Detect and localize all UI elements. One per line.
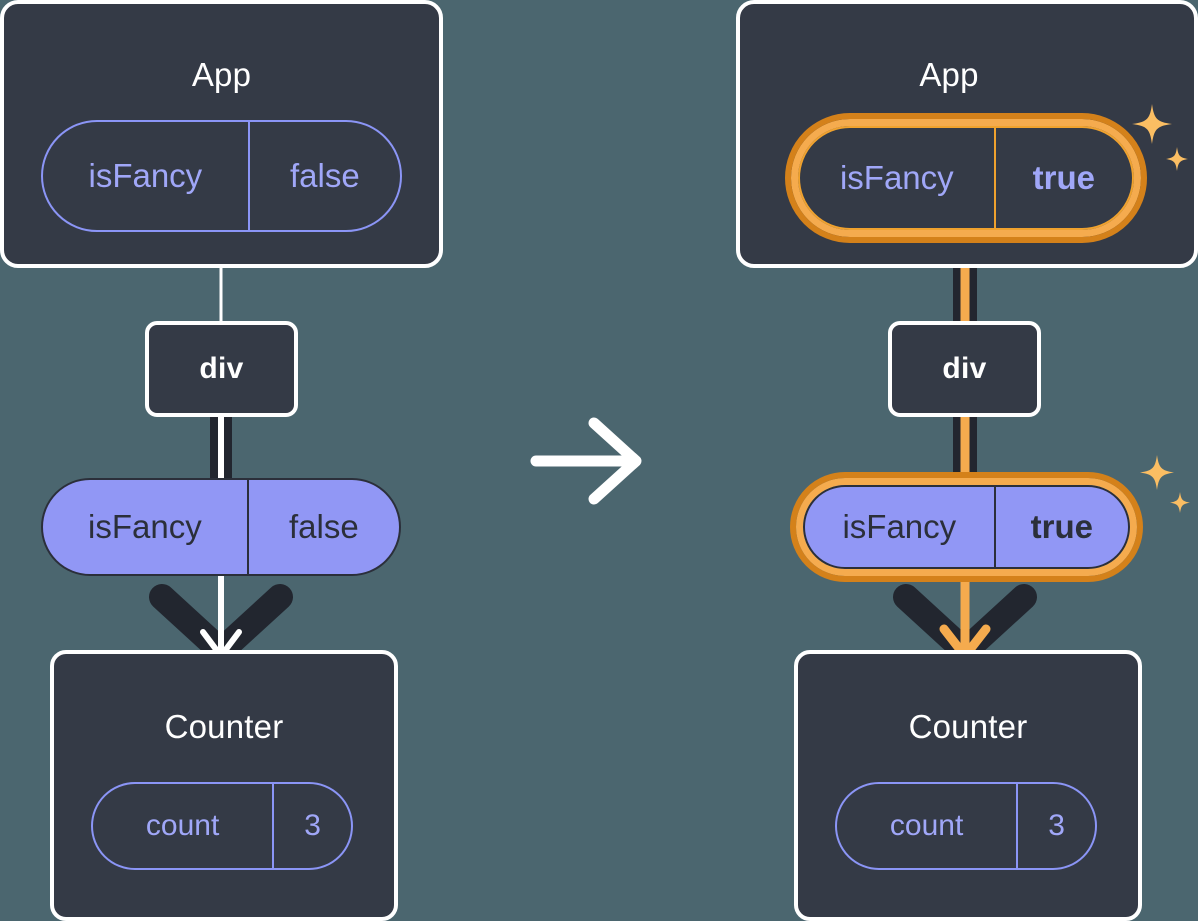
app-state-pill-value-after: true — [993, 128, 1132, 228]
counter-state-pill-key-before: count — [145, 809, 220, 842]
app-state-pill-key-after: isFancy — [839, 159, 954, 196]
counter-state-pill-after[interactable]: count 3 — [835, 782, 1097, 870]
props-pill-after[interactable]: isFancy true — [803, 485, 1130, 569]
app-title-before: App — [191, 56, 252, 93]
counter-component-box-before: Counter — [50, 650, 398, 921]
counter-title-before: Counter — [164, 708, 284, 745]
transition-arrow-right-icon — [530, 417, 642, 505]
props-pill-before[interactable]: isFancy false — [41, 478, 401, 576]
div-node-label-before: div — [199, 352, 244, 385]
props-pill-key-before: isFancy — [88, 508, 202, 545]
app-state-pill-value-before: false — [247, 122, 400, 230]
counter-title-after: Counter — [908, 708, 1028, 745]
app-state-pill-after[interactable]: isFancy true — [798, 126, 1134, 230]
counter-state-pill-key-after: count — [889, 809, 964, 842]
counter-state-pill-value-before: 3 — [272, 784, 351, 868]
props-pill-value-before: false — [246, 480, 399, 574]
counter-state-pill-before[interactable]: count 3 — [91, 782, 353, 870]
props-pill-key-after: isFancy — [842, 508, 957, 545]
div-node-before: div — [145, 321, 298, 417]
counter-state-pill-value-after: 3 — [1016, 784, 1095, 868]
div-node-label-after: div — [942, 352, 987, 385]
app-state-pill-key-before: isFancy — [88, 157, 203, 194]
props-pill-value-after: true — [993, 487, 1128, 567]
div-node-after: div — [888, 321, 1041, 417]
app-title-after: App — [919, 56, 979, 93]
app-state-pill-before[interactable]: isFancy false — [41, 120, 402, 232]
